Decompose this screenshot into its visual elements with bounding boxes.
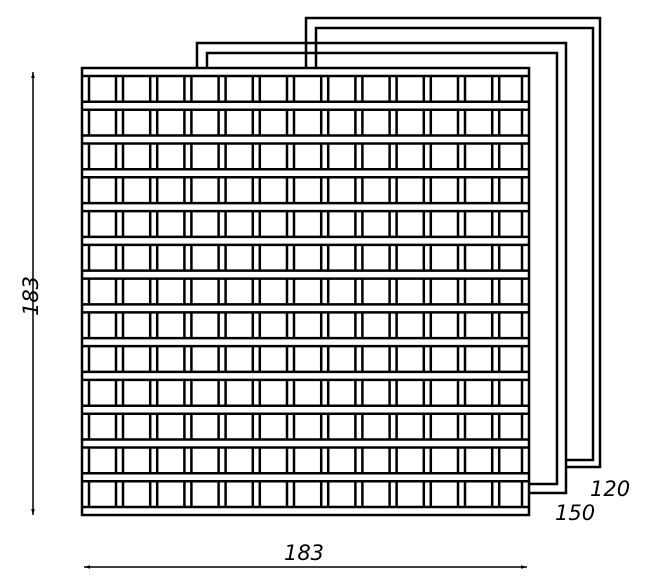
height-dimension: 183 bbox=[19, 72, 43, 515]
back-panel-label: 120 bbox=[590, 477, 630, 501]
height-label: 183 bbox=[19, 276, 43, 316]
width-dimension: 183 bbox=[84, 541, 527, 569]
middle-panel-label: 150 bbox=[555, 501, 595, 525]
front-panel-183 bbox=[80, 66, 531, 517]
width-label: 183 bbox=[284, 541, 324, 565]
back-panel-120 bbox=[304, 16, 602, 469]
middle-panel-150 bbox=[195, 41, 568, 495]
